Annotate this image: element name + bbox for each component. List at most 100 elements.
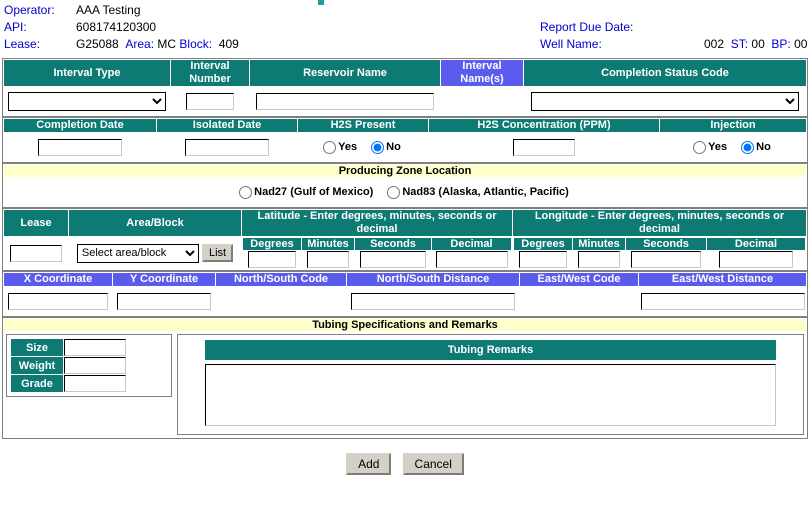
tubing-remarks-cell: Tubing Remarks <box>175 332 806 437</box>
x-coordinate-input[interactable] <box>8 292 108 310</box>
lon-seconds-input[interactable] <box>631 251 701 268</box>
interval-type-header: Interval Type <box>4 60 170 86</box>
lon-decimal-input[interactable] <box>719 251 793 268</box>
tubing-grade-label: Grade <box>11 375 63 392</box>
h2s-present-cell: Yes No <box>298 133 428 161</box>
lat-minutes-header: Minutes <box>302 238 354 250</box>
area-block-select[interactable]: Select area/block <box>76 243 199 263</box>
lat-degrees-header: Degrees <box>243 238 301 250</box>
longitude-subtable: Degrees Minutes Seconds Decimal <box>513 237 806 269</box>
east-west-distance-input[interactable] <box>640 292 805 310</box>
lon-degrees-header: Degrees <box>514 238 572 250</box>
tubing-size-input[interactable] <box>64 339 126 356</box>
operator-value: AAA Testing <box>76 3 141 17</box>
injection-yes-label[interactable]: Yes <box>708 141 728 153</box>
dates-input-row: Yes No Yes No <box>4 133 806 161</box>
lat-seconds-input[interactable] <box>360 251 426 268</box>
location-lease-input[interactable] <box>10 244 62 262</box>
tubing-specs-table: Size Weight Grade <box>10 338 168 393</box>
y-coordinate-input[interactable] <box>117 292 211 310</box>
lon-degrees-input[interactable] <box>519 251 567 268</box>
bypass-label: BP: <box>771 37 791 51</box>
completion-date-input[interactable] <box>38 138 122 156</box>
longitude-sub-header-row: Degrees Minutes Seconds Decimal <box>514 238 805 250</box>
dates-table: Completion Date Isolated Date H2S Presen… <box>2 117 808 163</box>
north-south-code-cell <box>216 287 346 315</box>
lat-decimal-input[interactable] <box>435 251 508 268</box>
tubing-size-cell <box>64 339 167 356</box>
latitude-sub-input-row <box>243 251 511 268</box>
interval-type-select[interactable] <box>8 91 166 111</box>
east-west-distance-cell <box>639 287 806 315</box>
coordinates-input-row <box>4 287 806 315</box>
h2s-no-radio[interactable] <box>371 140 385 154</box>
interval-input-row <box>4 87 806 115</box>
producing-zone-table: Producing Zone Location Nad27 (Gulf of M… <box>2 163 808 208</box>
cancel-button[interactable]: Cancel <box>402 453 464 475</box>
lon-minutes-input[interactable] <box>578 251 620 268</box>
operator-label: Operator: <box>4 3 55 17</box>
longitude-cell: Degrees Minutes Seconds Decimal <box>513 237 806 269</box>
lon-seconds-cell <box>626 251 706 268</box>
injection-header: Injection <box>660 119 806 132</box>
tubing-grade-input[interactable] <box>64 375 126 392</box>
producing-zone-title: Producing Zone Location <box>4 165 806 177</box>
nad27-radio[interactable] <box>239 185 253 199</box>
tubing-remarks-textarea[interactable] <box>205 364 776 426</box>
lat-minutes-input[interactable] <box>307 251 349 268</box>
nad83-radio[interactable] <box>387 185 401 199</box>
block-label: Block: <box>179 37 213 51</box>
completion-status-select[interactable] <box>531 91 799 111</box>
api-label: API: <box>4 20 27 34</box>
tubing-body-row: Size Weight Grade <box>4 332 806 437</box>
h2s-yes-radio[interactable] <box>323 140 337 154</box>
north-south-distance-header: North/South Distance <box>347 273 519 286</box>
north-south-distance-input[interactable] <box>351 292 515 310</box>
well-name-row: Well Name:002 ST: 00 BP: 00 <box>540 36 807 53</box>
injection-yes-radio[interactable] <box>693 140 707 154</box>
north-south-code-header: North/South Code <box>216 273 346 286</box>
nad83-label[interactable]: Nad83 (Alaska, Atlantic, Pacific) <box>402 186 569 198</box>
add-button[interactable]: Add <box>346 453 392 475</box>
lease-label: Lease: <box>4 37 41 51</box>
injection-cell: Yes No <box>660 133 806 161</box>
x-coordinate-header: X Coordinate <box>4 273 112 286</box>
nad27-label[interactable]: Nad27 (Gulf of Mexico) <box>254 186 374 198</box>
lon-decimal-header: Decimal <box>707 238 805 250</box>
interval-number-input[interactable] <box>186 92 234 110</box>
lat-degrees-cell <box>243 251 301 268</box>
tubing-grade-row: Grade <box>11 375 167 392</box>
tubing-weight-label: Weight <box>11 357 63 374</box>
lat-decimal-cell <box>432 251 511 268</box>
bypass-value: 00 <box>794 37 808 51</box>
injection-no-label[interactable]: No <box>756 141 771 153</box>
form-actions: Add Cancel <box>0 439 810 475</box>
latitude-subtable: Degrees Minutes Seconds Decimal <box>242 237 512 269</box>
isolated-date-input[interactable] <box>185 138 269 156</box>
h2s-concentration-input[interactable] <box>513 138 575 156</box>
tubing-table: Tubing Specifications and Remarks Size W… <box>2 317 808 439</box>
well-name-value: 002 <box>704 37 725 51</box>
sidetrack-label: ST: <box>730 37 749 51</box>
reservoir-name-input[interactable] <box>256 92 434 110</box>
isolated-date-cell <box>157 133 297 161</box>
well-name-label: Well Name: <box>540 37 602 51</box>
tubing-specs-box: Size Weight Grade <box>6 334 172 397</box>
h2s-yes-label[interactable]: Yes <box>338 141 358 153</box>
area-block-list-button[interactable]: List <box>201 243 234 262</box>
tubing-weight-input[interactable] <box>64 357 126 374</box>
reservoir-name-cell <box>250 87 440 115</box>
injection-no-radio[interactable] <box>741 140 755 154</box>
lon-decimal-cell <box>707 251 805 268</box>
tubing-weight-cell <box>64 357 167 374</box>
h2s-concentration-header: H2S Concentration (PPM) <box>429 119 659 132</box>
completion-date-cell <box>4 133 156 161</box>
tubing-weight-row: Weight <box>11 357 167 374</box>
location-table: Lease Area/Block Latitude - Enter degree… <box>2 208 808 271</box>
tubing-remarks-field-wrap <box>181 364 800 431</box>
east-west-code-cell <box>520 287 638 315</box>
lat-degrees-input[interactable] <box>248 251 296 268</box>
h2s-no-label[interactable]: No <box>386 141 401 153</box>
location-lease-cell <box>4 237 68 269</box>
